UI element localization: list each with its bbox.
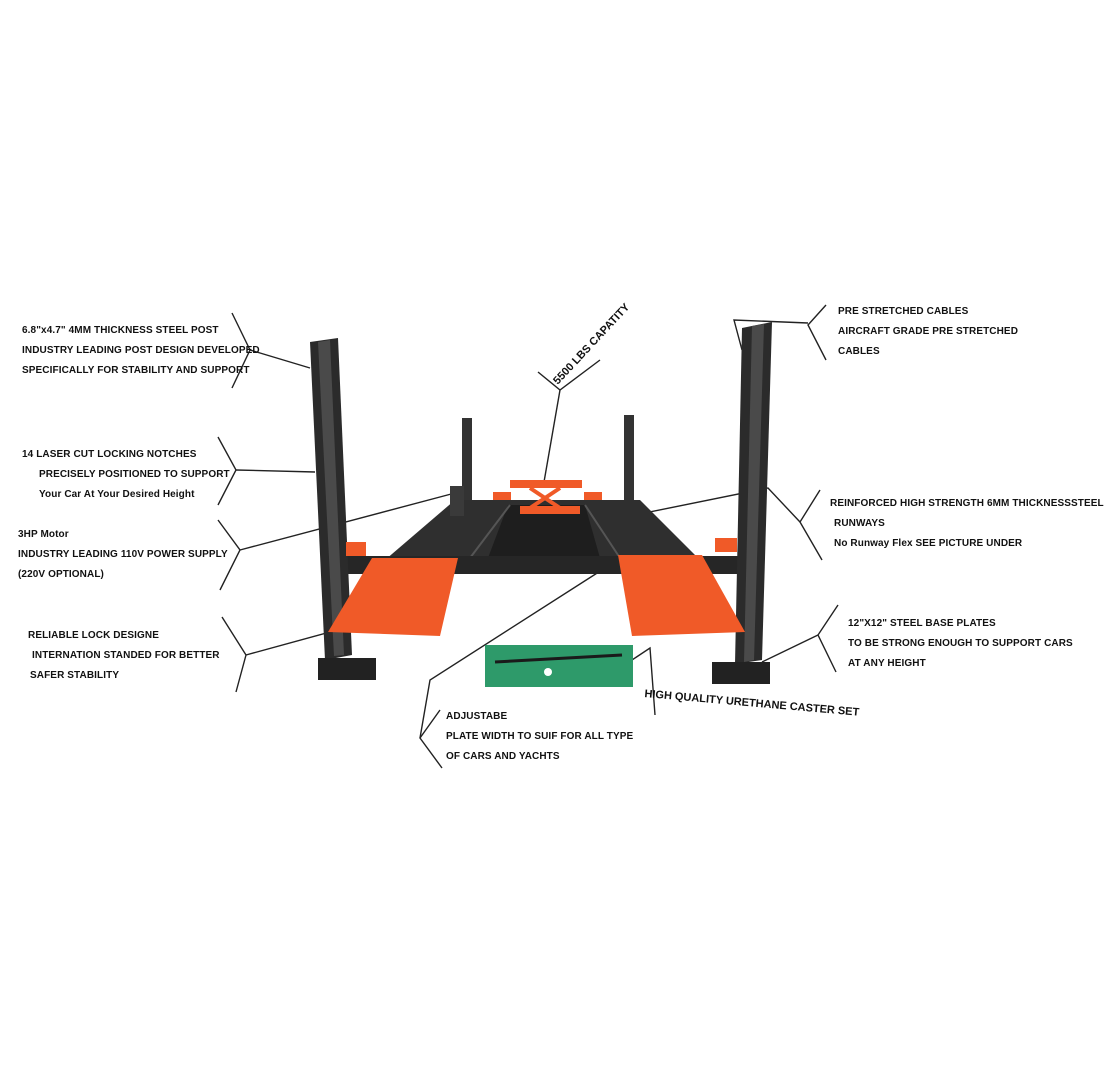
motor-callout-line-3: (220V OPTIONAL) [18,569,104,580]
cables-bracket [807,304,827,361]
cables-callout-line-2: AIRCRAFT GRADE PRE STRETCHED [838,326,1019,337]
caster-set-image [485,645,633,687]
right-lock-cover [715,538,737,552]
runways-callout-line-3: No Runway Flex SEE PICTURE UNDER [834,538,1023,549]
post-callout-line-2: INDUSTRY LEADING POST DESIGN DEVELOPED [22,345,260,356]
base-plates-leader [761,634,819,663]
runway-edge-left [469,504,511,559]
rear-stop-right [584,492,602,500]
left-approach-ramp [328,558,458,636]
hydraulic-pump [450,486,464,516]
base-plates-callout: 12"X12" STEEL BASE PLATES TO BE STRONG E… [848,614,1073,674]
runways-callout-line-2: RUNWAYS [834,518,885,529]
motor-callout-line-2: INDUSTRY LEADING 110V POWER SUPPLY [18,549,228,560]
rear-stop-left [493,492,511,500]
rear-right-post [624,415,634,510]
runways-leader [619,487,801,523]
notches-callout-line-3: Your Car At Your Desired Height [39,489,195,500]
notches-callout-line-2: PRECISELY POSITIONED TO SUPPORT [39,469,230,480]
right-approach-ramp [618,555,745,636]
adjustable-callout-line-2: PLATE WIDTH TO SUIF FOR ALL TYPE [446,731,634,742]
capacity-leader [543,389,561,483]
leader-lines [217,304,839,769]
notches-callout-line-1: 14 LASER CUT LOCKING NOTCHES [22,449,197,460]
lock-callout: RELIABLE LOCK DESIGNE INTERNATION STANDE… [28,626,220,686]
front-left-post [310,338,376,680]
runways-callout-line-1: REINFORCED HIGH STRENGTH 6MM THICKNESSST… [830,498,1104,509]
caster-bracket [631,646,656,716]
adjustable-callout: ADJUSTABE PLATE WIDTH TO SUIF FOR ALL TY… [446,707,633,767]
cables-callout-line-3: CABLES [838,346,880,357]
notches-leader [235,469,316,473]
runways-bracket [799,489,823,561]
lock-callout-line-3: SAFER STABILITY [30,670,120,681]
post-callout-line-3: SPECIFICALLY FOR STABILITY AND SUPPORT [22,365,250,376]
base-plates-callout-line-1: 12"X12" STEEL BASE PLATES [848,618,996,629]
lock-leader [245,631,331,656]
motor-callout-line-1: 3HP Motor [18,529,69,540]
post-callout: 6.8"x4.7" 4MM THICKNESS STEEL POST INDUS… [22,321,260,381]
motor-leader [239,492,456,551]
rear-left-post [462,418,472,508]
notches-callout: 14 LASER CUT LOCKING NOTCHES PRECISELY P… [22,445,230,505]
base-plates-callout-line-3: AT ANY HEIGHT [848,658,926,669]
post-callout-line-1: 6.8"x4.7" 4MM THICKNESS STEEL POST [22,325,219,336]
front-right-post [712,322,772,684]
rolling-jack [510,480,582,514]
lock-callout-line-2: INTERNATION STANDED FOR BETTER [32,650,220,661]
four-post-lift-diagram [217,304,839,769]
lock-bracket [221,616,247,693]
adjustable-leader [419,567,606,739]
base-plates-callout-line-2: TO BE STRONG ENOUGH TO SUPPORT CARS [848,638,1073,649]
motor-callout: 3HP Motor INDUSTRY LEADING 110V POWER SU… [18,525,228,585]
runway-edge-right [584,504,621,559]
base-plates-bracket [817,604,839,673]
left-lock-cover [346,542,366,556]
adjustable-callout-line-1: ADJUSTABE [446,711,508,722]
lock-callout-line-1: RELIABLE LOCK DESIGNE [28,630,159,641]
runway-center-gap [488,505,600,558]
post-leader [249,349,311,369]
cables-callout-line-1: PRE STRETCHED CABLES [838,306,969,317]
adjustable-callout-line-3: OF CARS AND YACHTS [446,751,560,762]
cables-callout: PRE STRETCHED CABLES AIRCRAFT GRADE PRE … [838,302,1018,362]
runways-callout: REINFORCED HIGH STRENGTH 6MM THICKNESSST… [830,494,1104,554]
cables-leader [733,319,809,351]
